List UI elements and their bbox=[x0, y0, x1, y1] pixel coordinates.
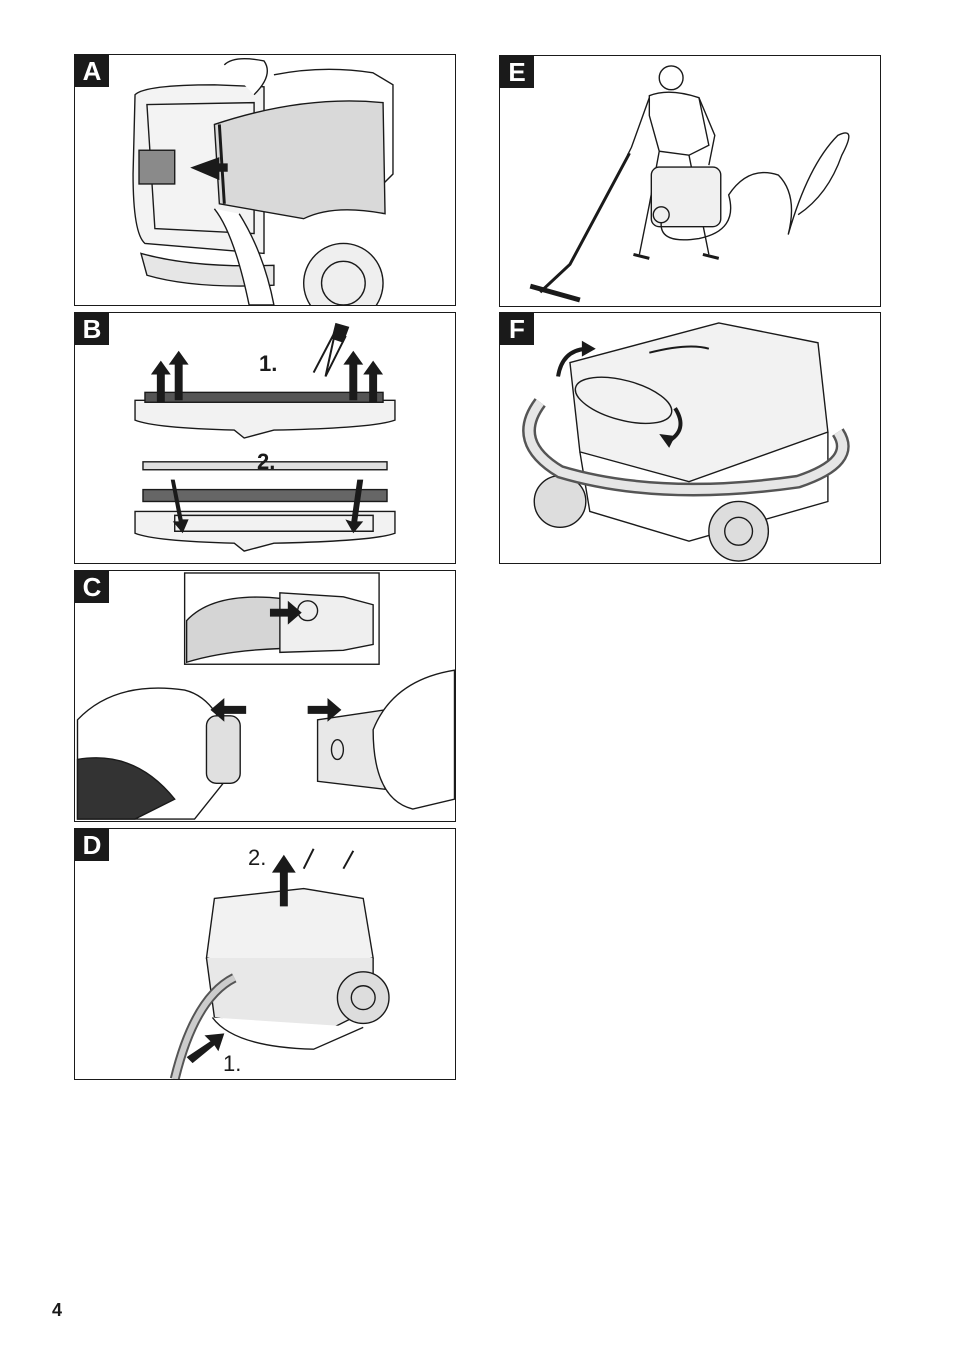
illustration-hose-storage bbox=[500, 313, 880, 563]
illustration-person-vacuuming bbox=[500, 56, 880, 306]
panel-c: C bbox=[74, 570, 456, 822]
panel-label-c: C bbox=[75, 571, 109, 603]
page-number: 4 bbox=[52, 1300, 62, 1321]
step-label-b-1: 1. bbox=[259, 351, 277, 377]
panel-e: E bbox=[499, 55, 881, 307]
panel-d: D 2. 1. bbox=[74, 828, 456, 1080]
arrow-icon bbox=[151, 351, 383, 534]
panel-f: F bbox=[499, 312, 881, 564]
step-label-d-2: 2. bbox=[248, 845, 266, 871]
illustration-filter-bag-removal bbox=[75, 55, 455, 305]
panel-label-e: E bbox=[500, 56, 534, 88]
panel-label-b: B bbox=[75, 313, 109, 345]
panel-a: A bbox=[74, 54, 456, 306]
illustration-hose-adapter bbox=[75, 571, 455, 821]
step-label-b-2: 2. bbox=[257, 449, 275, 475]
panel-label-d: D bbox=[75, 829, 109, 861]
panel-label-a: A bbox=[75, 55, 109, 87]
step-label-d-1: 1. bbox=[223, 1051, 241, 1077]
panel-label-f: F bbox=[500, 313, 534, 345]
panel-b: B 1. 2. bbox=[74, 312, 456, 564]
